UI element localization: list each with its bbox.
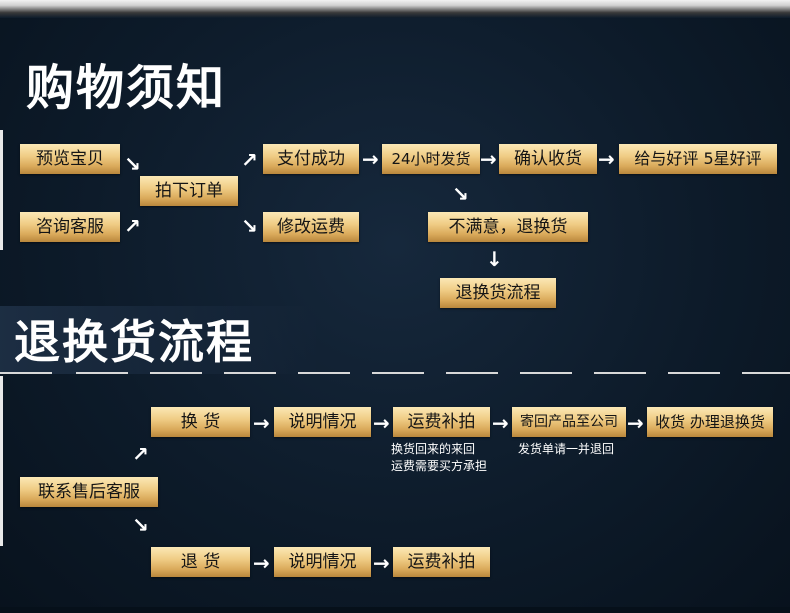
- arrow-up-right-icon: ↗: [124, 214, 141, 238]
- box-explain-situation-2: 说明情况: [274, 547, 371, 577]
- box-shipping-repay-2: 运费补拍: [393, 547, 490, 577]
- box-contact-after-sales: 联系售后客服: [20, 477, 158, 507]
- divider-dash: [298, 372, 350, 374]
- divider-dash: [668, 372, 720, 374]
- arrow-up-right-icon: ↗: [132, 442, 149, 466]
- arrow-right-icon: →: [627, 411, 644, 435]
- arrow-right-icon: →: [492, 411, 509, 435]
- arrow-right-icon: →: [362, 147, 379, 171]
- box-shipping-repay: 运费补拍: [393, 407, 490, 437]
- section-title-background: [0, 306, 316, 374]
- box-place-order: 拍下订单: [140, 176, 238, 206]
- left-edge-line: [0, 376, 3, 546]
- divider-dash: [150, 372, 202, 374]
- arrow-right-icon: →: [598, 147, 615, 171]
- box-confirm-receipt: 确认收货: [499, 144, 597, 174]
- arrow-down-icon: ↓: [486, 247, 503, 271]
- top-gradient-bar: [0, 0, 790, 18]
- bottom-bar: [0, 607, 790, 613]
- box-unsatisfied-return: 不满意，退换货: [428, 212, 588, 242]
- box-24h-ship: 24小时发货: [382, 144, 480, 174]
- note-invoice-return: 发货单请一并退回: [518, 442, 615, 456]
- box-payment-success: 支付成功: [263, 144, 359, 174]
- box-refund: 退 货: [151, 547, 250, 577]
- left-edge-line: [0, 130, 3, 250]
- box-exchange: 换 货: [151, 407, 250, 437]
- divider-dash: [372, 372, 424, 374]
- box-give-review: 给与好评 5星好评: [619, 144, 777, 174]
- section-title-shopping-notice: 购物须知: [26, 60, 227, 116]
- divider-dash: [76, 372, 128, 374]
- arrow-up-right-icon: ↗: [241, 148, 258, 172]
- divider-dash: [224, 372, 276, 374]
- box-consult-service: 咨询客服: [20, 212, 120, 242]
- box-explain-situation: 说明情况: [274, 407, 371, 437]
- divider-dash: [594, 372, 646, 374]
- arrow-right-icon: →: [253, 411, 270, 435]
- box-preview-item: 预览宝贝: [20, 144, 120, 174]
- divider-dash: [446, 372, 498, 374]
- box-receive-process: 收货 办理退换货: [647, 407, 773, 437]
- divider-dash: [742, 372, 790, 374]
- note-exchange-fee-line1: 换货回来的来回: [391, 442, 476, 456]
- box-modify-shipping: 修改运费: [263, 212, 359, 242]
- arrow-right-icon: →: [373, 411, 390, 435]
- box-return-process: 退换货流程: [440, 278, 556, 308]
- arrow-down-right-icon: ↘: [241, 214, 258, 238]
- arrow-down-right-icon: ↘: [452, 182, 469, 206]
- arrow-right-icon: →: [373, 551, 390, 575]
- arrow-down-right-icon: ↘: [132, 513, 149, 537]
- section-title-return-process: 退换货流程: [14, 315, 254, 369]
- note-exchange-fee-line2: 运费需要买方承担: [391, 459, 488, 473]
- arrow-down-right-icon: ↘: [124, 152, 141, 176]
- box-mail-back: 寄回产品至公司: [512, 407, 626, 437]
- divider-dash: [520, 372, 572, 374]
- arrow-right-icon: →: [253, 551, 270, 575]
- divider-dash: [0, 372, 52, 374]
- arrow-right-icon: →: [480, 147, 497, 171]
